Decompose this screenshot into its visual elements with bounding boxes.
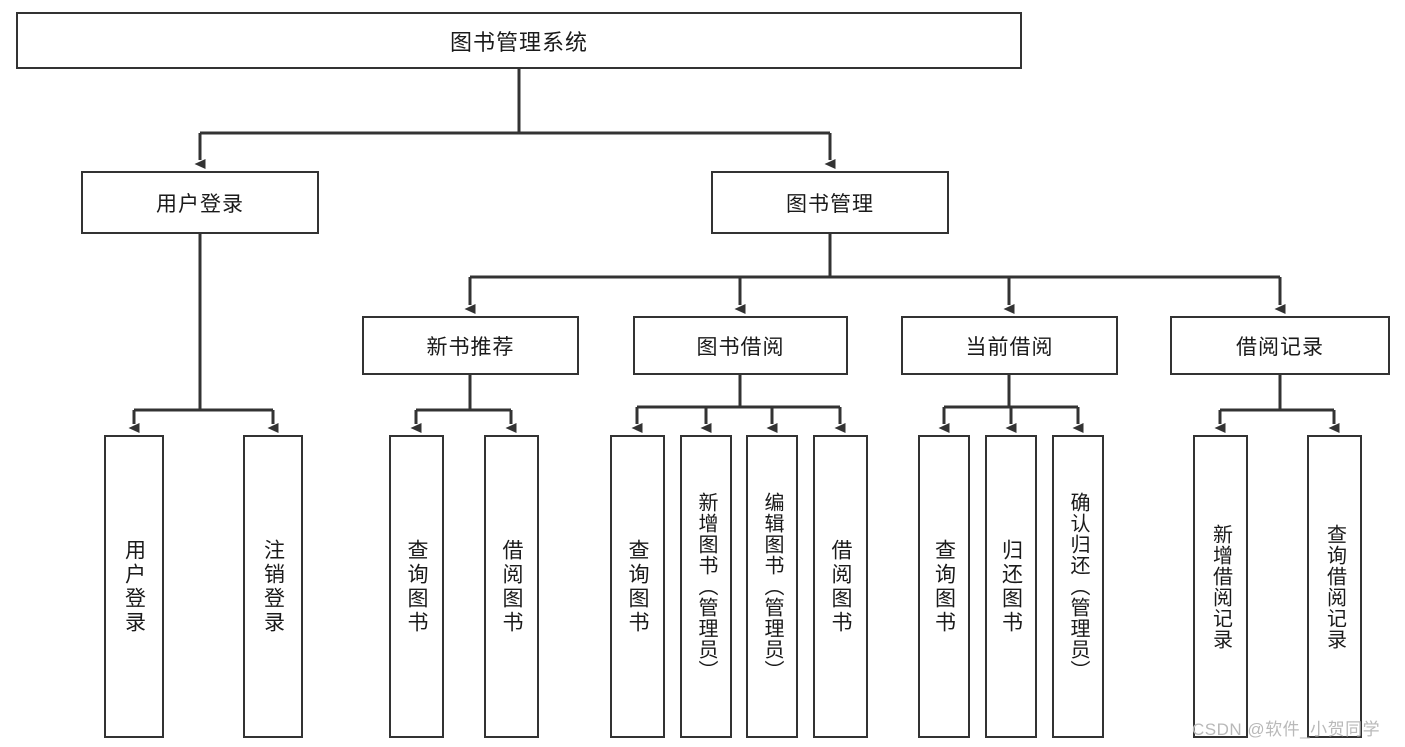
node-book-management[interactable]: 图书管理 — [711, 171, 949, 234]
leaf-borrow-book[interactable]: 借阅图书 — [813, 435, 868, 738]
node-borrow-record[interactable]: 借阅记录 — [1170, 316, 1390, 375]
leaf-query-book-borrow[interactable]: 查询图书 — [610, 435, 665, 738]
leaf-query-book-current[interactable]: 查询图书 — [918, 435, 970, 738]
leaf-query-borrow-record[interactable]: 查询借阅记录 — [1307, 435, 1362, 738]
leaf-edit-book-admin[interactable]: 编辑图书（管理员） — [746, 435, 798, 738]
node-book-borrow[interactable]: 图书借阅 — [633, 316, 848, 375]
leaf-logout-login[interactable]: 注销登录 — [243, 435, 303, 738]
leaf-add-borrow-record[interactable]: 新增借阅记录 — [1193, 435, 1248, 738]
node-root-system[interactable]: 图书管理系统 — [16, 12, 1022, 69]
node-user-login[interactable]: 用户登录 — [81, 171, 319, 234]
leaf-user-login[interactable]: 用户登录 — [104, 435, 164, 738]
leaf-confirm-return-admin[interactable]: 确认归还（管理员） — [1052, 435, 1104, 738]
leaf-return-book[interactable]: 归还图书 — [985, 435, 1037, 738]
node-current-borrow[interactable]: 当前借阅 — [901, 316, 1118, 375]
leaf-borrow-book-recommend[interactable]: 借阅图书 — [484, 435, 539, 738]
leaf-add-book-admin[interactable]: 新增图书（管理员） — [680, 435, 732, 738]
leaf-query-book-recommend[interactable]: 查询图书 — [389, 435, 444, 738]
node-new-book-recommend[interactable]: 新书推荐 — [362, 316, 579, 375]
